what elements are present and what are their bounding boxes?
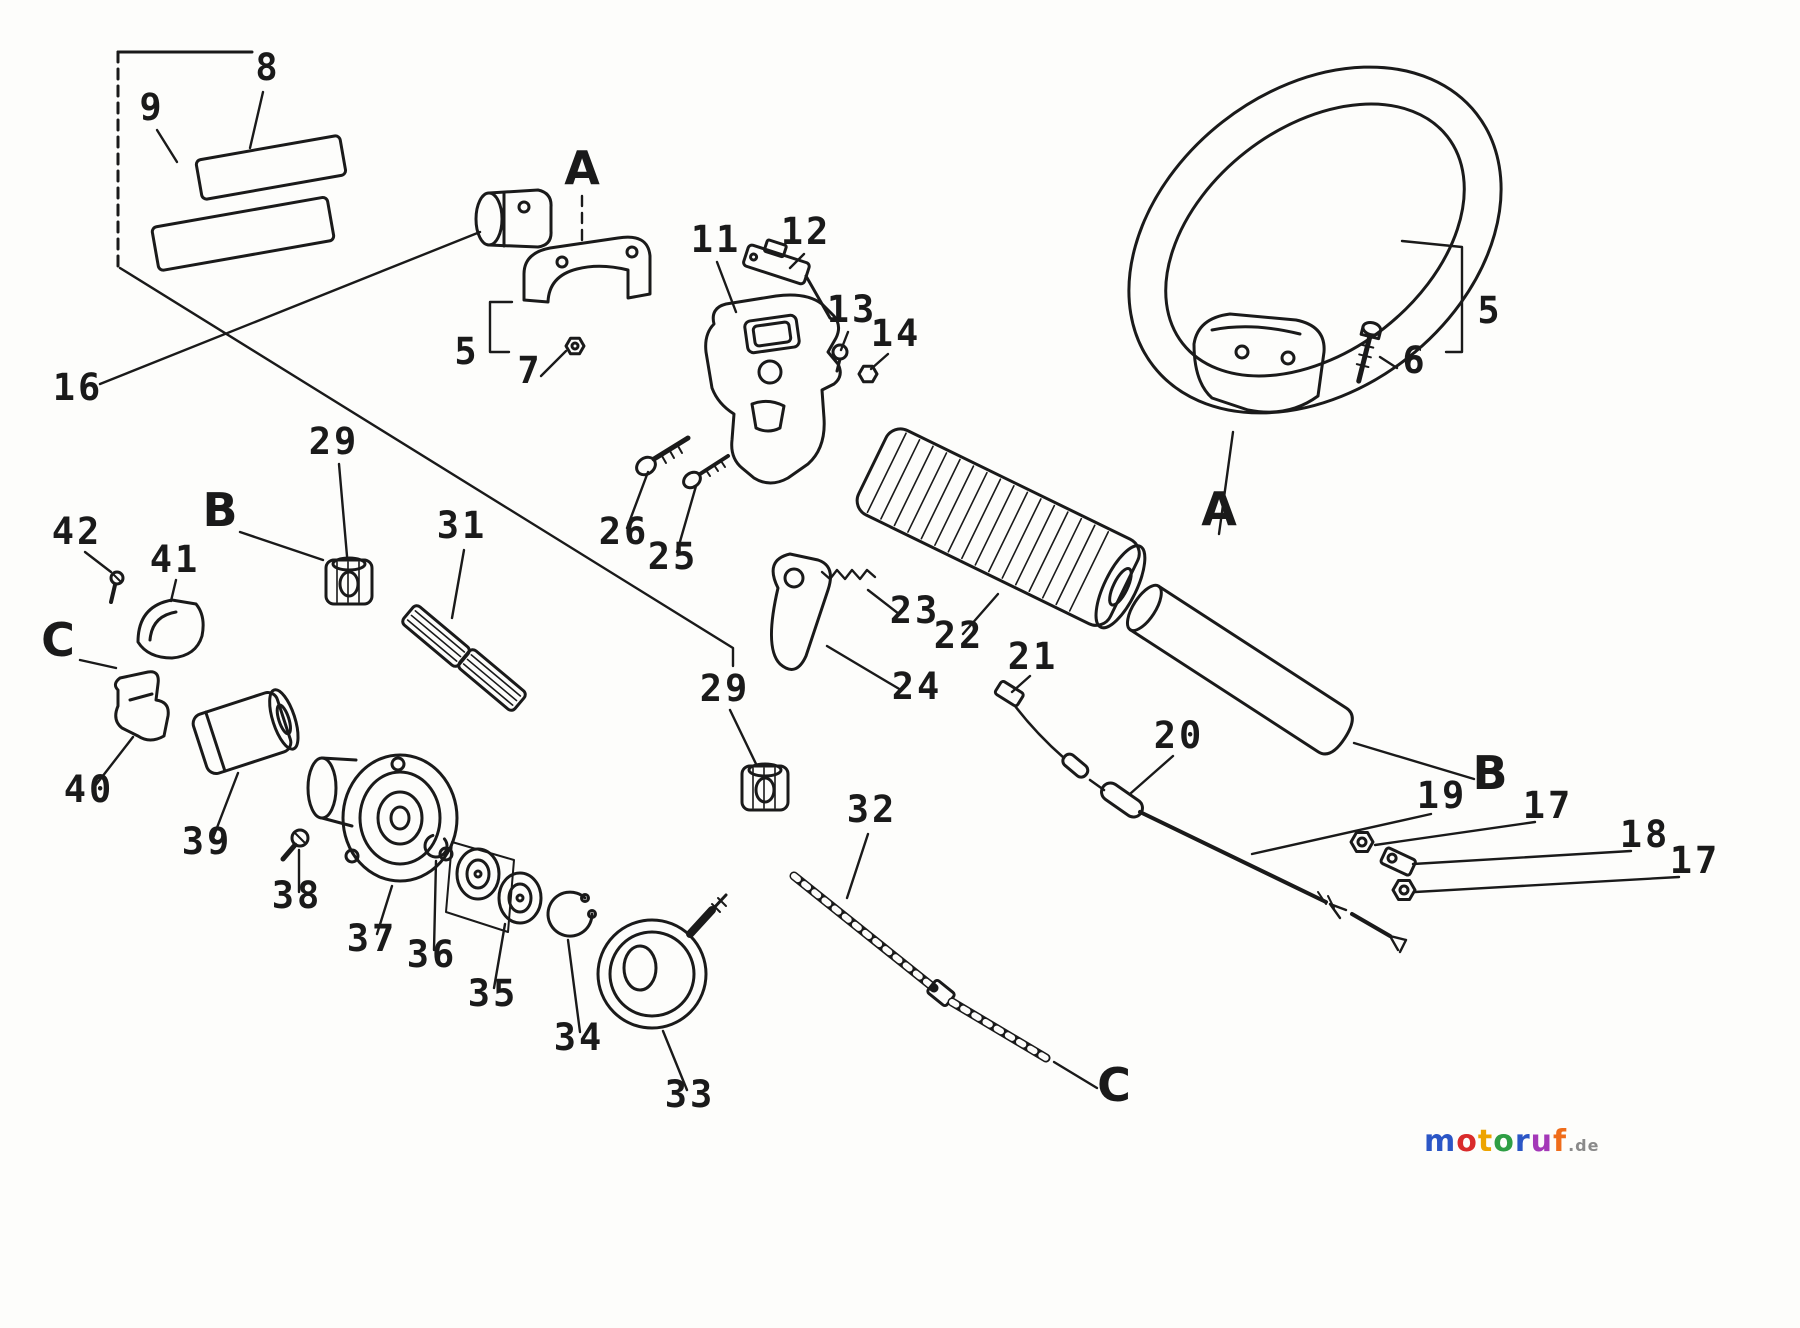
watermark-letter: u — [1530, 1124, 1554, 1159]
section-label-c-bottom: C — [1097, 1058, 1131, 1112]
shaft-sleeve — [474, 188, 553, 249]
clutch-drum-33 — [596, 893, 728, 1030]
part-label-21: 21 — [1008, 635, 1059, 678]
part-label-20: 20 — [1154, 714, 1205, 757]
part-label-8: 8 — [255, 46, 280, 89]
bushing-39 — [191, 688, 300, 775]
watermark-letter: o — [1456, 1124, 1478, 1159]
watermark-letter: f — [1553, 1124, 1568, 1159]
watermark-letter: r — [1514, 1124, 1531, 1159]
loop-handle — [1127, 65, 1503, 415]
throttle-cable — [993, 679, 1417, 954]
part-label-14: 14 — [871, 312, 922, 355]
drive-tube — [1125, 583, 1354, 756]
motoruf-watermark: m o t o r u f .de — [1424, 1124, 1599, 1159]
clamp-half-40 — [113, 670, 170, 742]
part-label-35: 35 — [468, 972, 519, 1015]
watermark-letter: o — [1493, 1124, 1515, 1159]
screw-25 — [682, 454, 730, 490]
part-label-7: 7 — [517, 349, 542, 392]
watermark-letter: m — [1424, 1124, 1457, 1159]
part-label-17-b: 17 — [1670, 839, 1721, 882]
part-label-5-right: 5 — [1477, 289, 1502, 332]
part-label-29-upper: 29 — [309, 420, 360, 463]
part-label-39: 39 — [182, 820, 233, 863]
part-label-29-lower: 29 — [700, 667, 751, 710]
gear-head-housing — [306, 753, 459, 883]
part-label-6: 6 — [1402, 339, 1427, 382]
part-label-18: 18 — [1620, 813, 1671, 856]
part-label-17-a: 17 — [1523, 784, 1574, 827]
part-label-41: 41 — [150, 538, 201, 581]
spline-shafts-31 — [401, 604, 527, 712]
leader-lines — [78, 90, 1681, 1092]
coupler-29-upper — [324, 556, 374, 606]
part-label-22: 22 — [934, 614, 985, 657]
part-label-9: 9 — [139, 86, 164, 129]
e-clip-36 — [423, 833, 449, 859]
spring-23 — [820, 568, 877, 581]
flex-drive-shaft-32 — [789, 871, 1051, 1063]
screw-38 — [280, 828, 310, 862]
throttle-lever — [770, 552, 877, 671]
watermark-suffix: .de — [1568, 1136, 1600, 1155]
section-label-a-right: A — [1201, 482, 1237, 536]
part-label-40: 40 — [64, 768, 115, 811]
part-label-13: 13 — [827, 288, 878, 331]
section-label-b-right: B — [1472, 746, 1507, 800]
part-label-5-left: 5 — [454, 330, 479, 373]
part-label-12: 12 — [781, 210, 832, 253]
part-label-34: 34 — [554, 1016, 605, 1059]
part-label-16: 16 — [53, 366, 104, 409]
foam-grip — [855, 427, 1147, 630]
section-label-b-left: B — [202, 483, 237, 537]
decal-stickers — [116, 50, 348, 272]
clamp-half-41 — [109, 570, 205, 660]
part-label-11: 11 — [691, 218, 742, 261]
part-labels: 8 9 A 11 12 13 14 5 6 5 7 16 29 31 26 25… — [41, 46, 1721, 1116]
bearings-35 — [445, 841, 543, 933]
coupler-29-lower — [740, 762, 790, 812]
part-label-23: 23 — [890, 589, 941, 632]
watermark-letter: t — [1477, 1124, 1494, 1159]
section-label-a-top: A — [564, 141, 600, 195]
part-label-26: 26 — [599, 510, 650, 553]
screw-6 — [1355, 320, 1383, 384]
part-label-37: 37 — [347, 917, 398, 960]
snap-ring-34 — [546, 890, 597, 938]
part-label-33: 33 — [665, 1073, 716, 1116]
part-label-24: 24 — [892, 665, 943, 708]
part-label-31: 31 — [437, 504, 488, 547]
part-label-38: 38 — [272, 874, 323, 917]
diagram-artwork — [78, 50, 1681, 1092]
handle-bracket — [522, 235, 652, 356]
screw-26 — [635, 435, 691, 477]
part-label-36: 36 — [407, 933, 458, 976]
part-label-25: 25 — [648, 535, 699, 578]
throttle-housing — [635, 238, 879, 490]
section-label-c-left: C — [41, 613, 75, 667]
part-label-19: 19 — [1417, 774, 1468, 817]
part-label-32: 32 — [847, 788, 898, 831]
part-label-42: 42 — [52, 510, 103, 553]
